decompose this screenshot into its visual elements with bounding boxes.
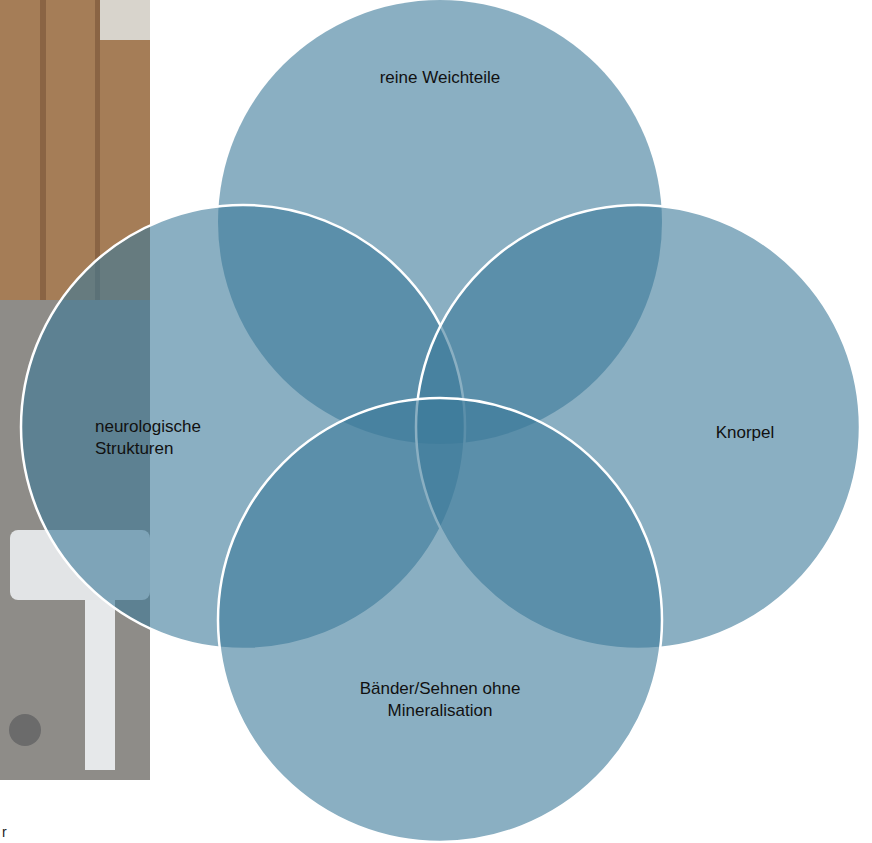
photo-object — [100, 0, 150, 40]
circle-label: Knorpel — [675, 422, 815, 444]
circle-shape — [218, 398, 662, 842]
text-holder: Bänder/Sehnen ohne Mineralisation — [335, 678, 545, 722]
circle-label: neurologische Strukturen — [95, 416, 235, 460]
venn-circle: Bänder/Sehnen ohne Mineralisation — [218, 398, 662, 842]
photo-wall-seam — [95, 0, 100, 300]
photo-wall-seam — [40, 0, 46, 300]
circle-label: Bänder/Sehnen ohne Mineralisation — [335, 678, 545, 722]
circle-outline — [218, 398, 662, 842]
circle-label: reine Weichteile — [320, 67, 560, 89]
photo-wheel — [9, 714, 41, 746]
text-holder: reine Weichteile — [320, 67, 560, 89]
fragment-label: r — [2, 824, 7, 840]
photo-machine-leg — [85, 600, 115, 770]
text-holder: Knorpel — [675, 422, 815, 444]
text-holder: neurologische Strukturen — [95, 416, 235, 460]
